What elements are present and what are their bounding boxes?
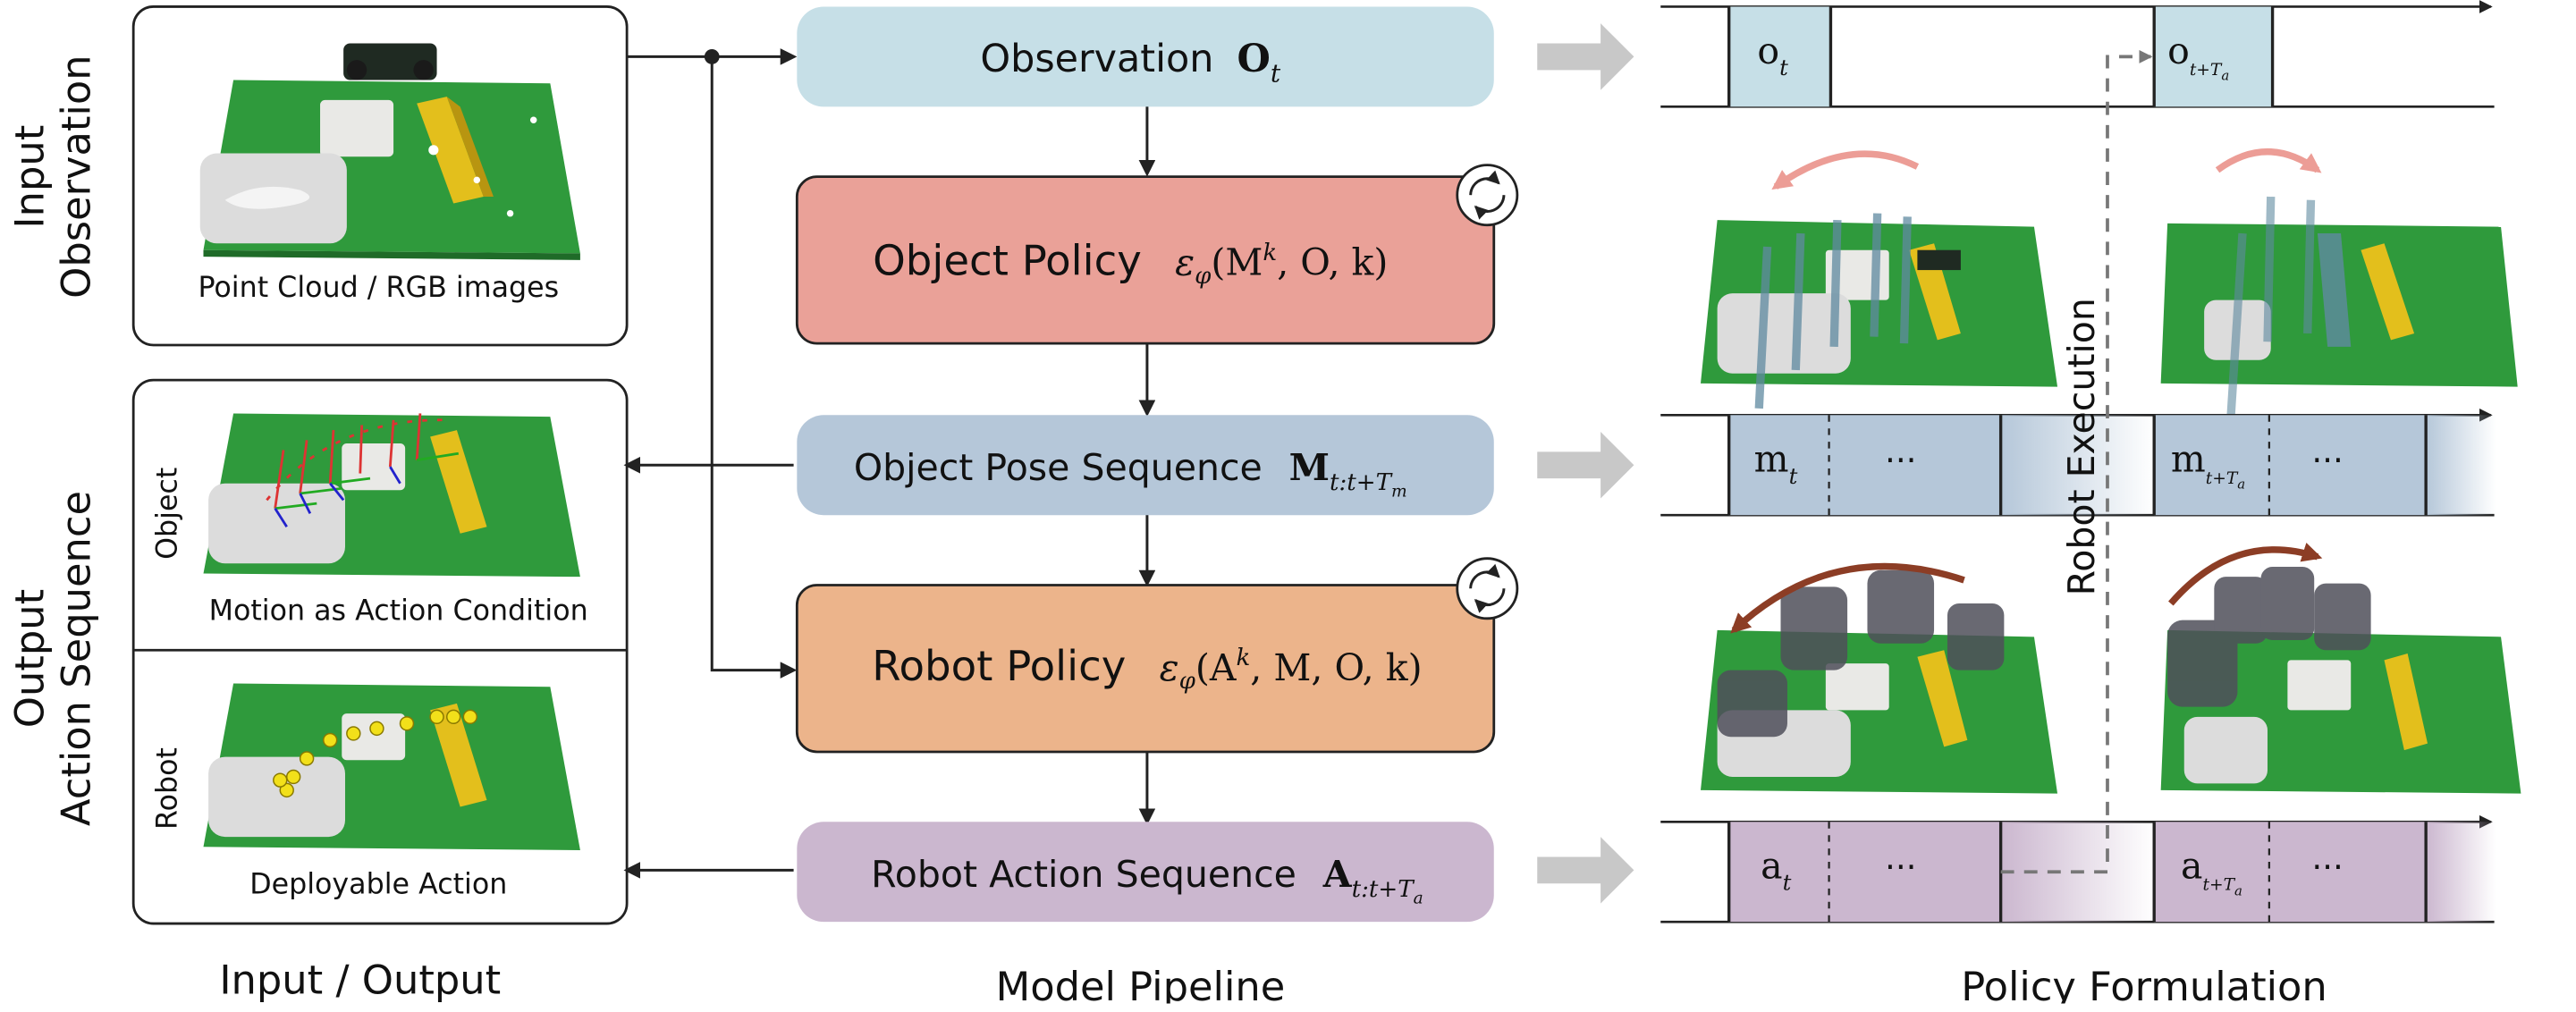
connectors <box>623 48 1156 879</box>
object-caption: Motion as Action Condition <box>209 595 588 628</box>
ellipsis: ··· <box>1885 848 1917 887</box>
output-panel: Object Motion as Action Condition Robot <box>131 378 629 925</box>
caption-model-pipeline: Model Pipeline <box>996 963 1286 1004</box>
robot-execution-feedback: Robot Execution <box>2000 49 2153 874</box>
input-observation-label: Input Observation <box>5 55 99 299</box>
robot-execution-label: Robot Execution <box>2060 298 2103 595</box>
object-motion-scene-t <box>1700 150 2058 409</box>
action-timeline: at ··· at+Ta ··· <box>1660 814 2496 923</box>
action-cell-1: at <box>1761 845 1791 896</box>
object-motion-scene-image <box>203 413 580 578</box>
robot-action-scene-t-plus-ta <box>2160 543 2521 794</box>
pose-cell-1: mt <box>1754 438 1798 489</box>
refresh-icon <box>1456 164 1519 227</box>
output-action-sequence-label: Output Action Sequence <box>5 491 99 826</box>
svg-text:Action Sequence: Action Sequence <box>53 491 100 826</box>
point-cloud-scene-image <box>199 43 580 260</box>
ellipsis: ··· <box>2311 441 2344 480</box>
refresh-icon <box>1456 557 1519 620</box>
caption-policy-formulation: Policy Formulation <box>1961 963 2327 1004</box>
caption-input-output: Input / Output <box>219 956 501 1003</box>
input-panel: Point Cloud / RGB images <box>131 5 629 347</box>
svg-text:Input: Input <box>5 125 53 229</box>
pose-timeline: mt ··· mt+Ta ··· <box>1660 408 2496 517</box>
ellipsis: ··· <box>2311 848 2344 887</box>
obs-cell-1: ot <box>1757 30 1788 80</box>
svg-text:Output: Output <box>5 589 53 728</box>
robot-action-scene-image <box>203 683 580 850</box>
pose-cell-2: mt+Ta <box>2171 438 2245 493</box>
object-motion-scene-t-plus-ta <box>2160 148 2518 417</box>
svg-text:Observation: Observation <box>53 55 100 299</box>
robot-side-label: Robot <box>152 747 184 830</box>
ellipsis: ··· <box>1885 441 1917 480</box>
robot-action-scene-t <box>1700 562 2058 794</box>
gray-block-arrows <box>1537 23 1634 904</box>
input-caption: Point Cloud / RGB images <box>198 272 559 304</box>
object-side-label: Object <box>152 468 184 560</box>
action-cell-2: at+Ta <box>2181 845 2242 899</box>
observation-timeline: ot ot+Ta <box>1660 0 2495 108</box>
robot-caption: Deployable Action <box>249 868 507 900</box>
obs-cell-2: ot+Ta <box>2167 30 2229 84</box>
